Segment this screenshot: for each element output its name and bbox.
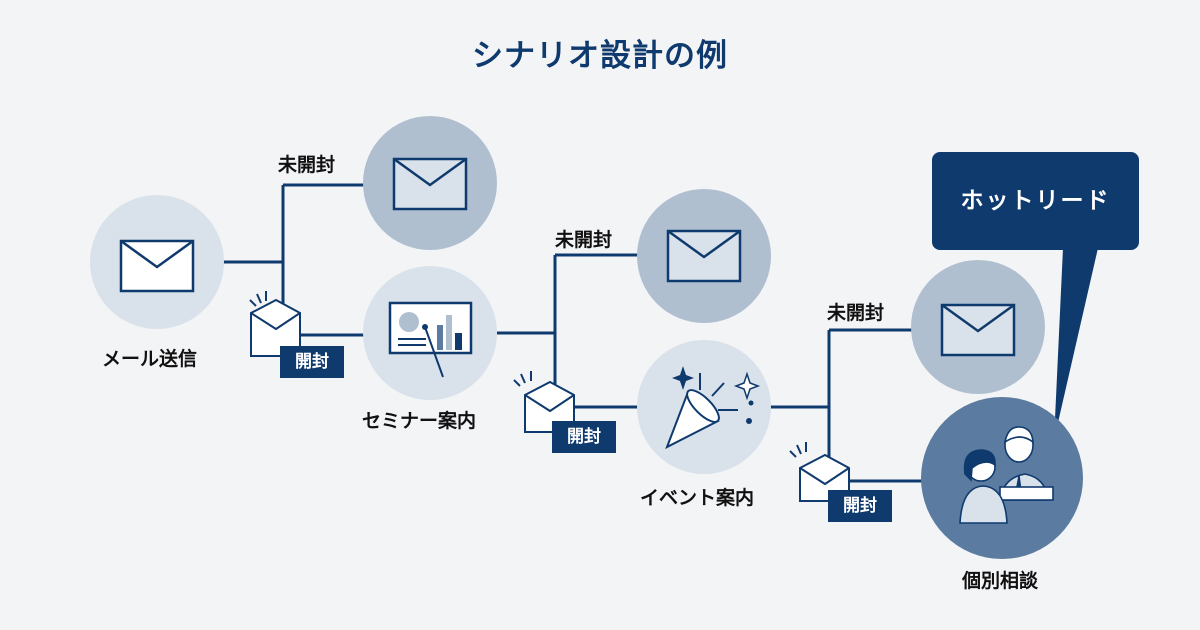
callout-tail <box>1054 248 1098 440</box>
hot-lead-callout: ホットリード <box>932 152 1139 250</box>
presentation-board-icon <box>388 301 473 378</box>
envelope-icon <box>392 157 468 211</box>
unopened-node-2 <box>637 189 771 323</box>
mail-send-node <box>90 195 224 329</box>
opened-envelope-icon-2 <box>513 371 575 433</box>
branch-connector-2 <box>497 253 640 409</box>
consultation-circle <box>921 397 1083 559</box>
envelope-icon <box>940 303 1016 357</box>
node-label-event: イベント案内 <box>640 487 755 509</box>
consultation-node <box>921 397 1083 559</box>
unopened-node-3 <box>911 260 1045 394</box>
opened-badge-3: 開封 <box>828 490 892 522</box>
branch-connector-1 <box>222 183 365 337</box>
opened-envelope-icon-3 <box>789 442 850 502</box>
node-label-seminar: セミナー案内 <box>362 410 477 432</box>
opened-badge-2: 開封 <box>552 421 616 453</box>
diagram-title: シナリオ設計の例 <box>472 38 728 74</box>
node-label-unopened-2: 未開封 <box>555 229 613 251</box>
node-label-unopened-3: 未開封 <box>827 302 885 324</box>
unopened-node-1 <box>363 116 497 250</box>
node-label-mail-send: メール送信 <box>102 348 198 370</box>
node-label-unopened-1: 未開封 <box>278 154 336 176</box>
branch-connector-3 <box>770 328 922 483</box>
consultation-people-icon <box>959 426 1054 524</box>
opened-badge-1: 開封 <box>280 346 344 378</box>
connector-lines <box>222 183 922 483</box>
envelope-icon <box>666 229 742 283</box>
node-label-consultation: 個別相談 <box>962 570 1039 592</box>
event-node <box>637 340 771 474</box>
party-popper-icon <box>665 366 761 450</box>
opened-envelope-icon-1 <box>249 291 301 357</box>
seminar-node <box>363 266 497 400</box>
envelope-icon <box>119 239 195 293</box>
